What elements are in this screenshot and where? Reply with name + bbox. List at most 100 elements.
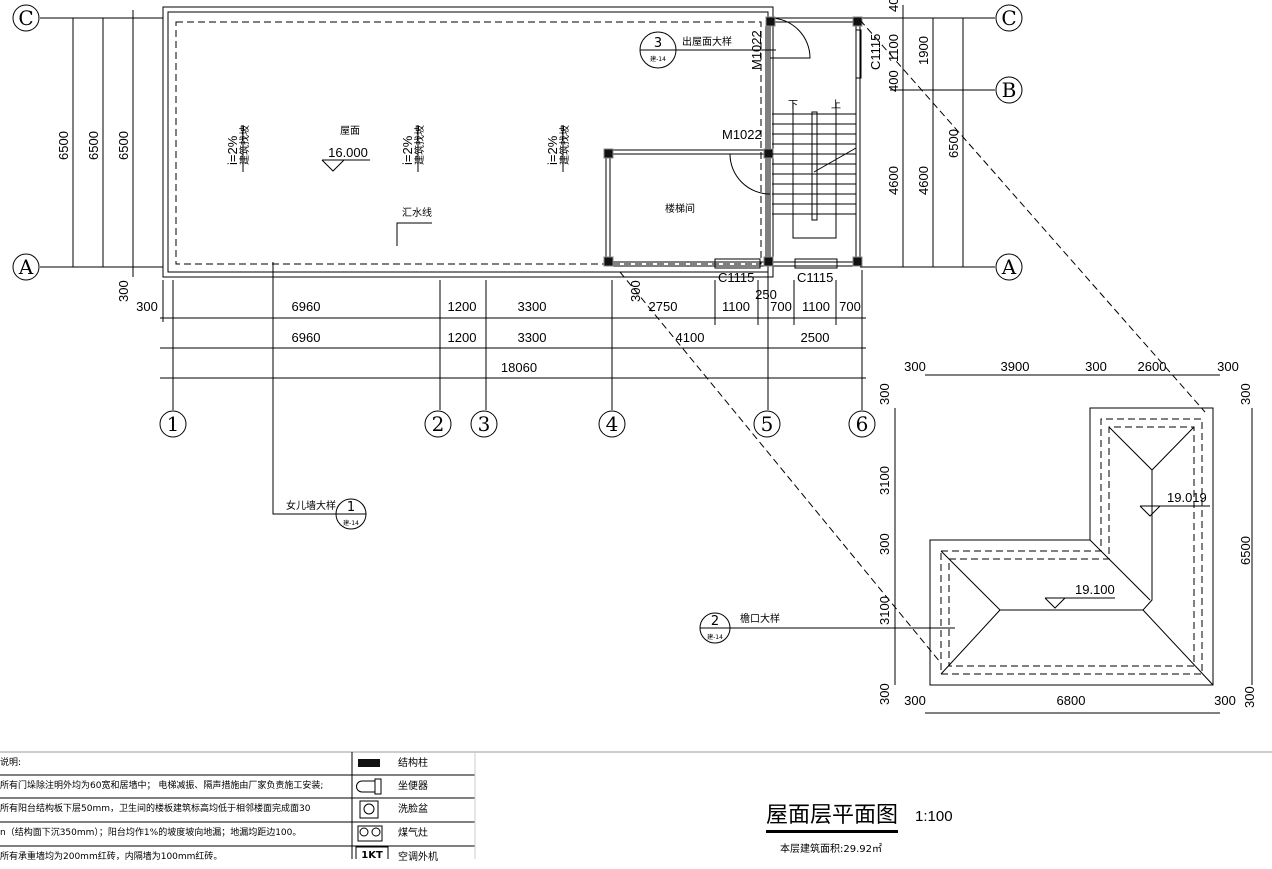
svg-text:建-14: 建-14 bbox=[343, 519, 359, 527]
svg-text:6500: 6500 bbox=[946, 129, 961, 158]
svg-text:A: A bbox=[18, 255, 34, 279]
structural-column bbox=[603, 148, 614, 159]
notes-heading: 说明: bbox=[0, 758, 22, 768]
svg-text:2: 2 bbox=[711, 614, 719, 629]
gutter-leader bbox=[396, 222, 432, 246]
detail-callout-line bbox=[859, 19, 1206, 413]
svg-text:1100: 1100 bbox=[802, 299, 830, 314]
door-tag-m1022: M1022 bbox=[722, 127, 762, 142]
legend-label: 洗脸盆 bbox=[398, 804, 428, 815]
detail-callout-1: 1 建-14 女儿墙大样 bbox=[272, 262, 367, 530]
note-line: n（结构面下沉350mm）；阳台均作1%的坡度坡向地漏；地漏均距边100。 bbox=[0, 828, 302, 838]
svg-text:19.100: 19.100 bbox=[1075, 582, 1115, 597]
svg-text:建筑找坡: 建筑找坡 bbox=[413, 125, 426, 165]
note-line: 所有门垛除注明外均为60宽和居墙中； 电梯减振、隔声措施由厂家负责施工安装; bbox=[0, 781, 324, 791]
bottom-dimensions: 300 6960 1200 3300 2750 1100 250 700 110… bbox=[136, 280, 866, 379]
svg-text:6500: 6500 bbox=[116, 131, 131, 160]
gutter-line-label: 汇水线 bbox=[402, 206, 432, 219]
svg-text:300: 300 bbox=[904, 693, 926, 708]
svg-text:300: 300 bbox=[1214, 693, 1236, 708]
toilet-icon bbox=[356, 778, 382, 795]
svg-text:3300: 3300 bbox=[518, 299, 547, 314]
svg-text:6800: 6800 bbox=[1057, 693, 1086, 708]
detail-callout-line bbox=[619, 271, 941, 663]
axis-bubble-a-left: A bbox=[12, 253, 40, 281]
svg-text:1100: 1100 bbox=[886, 34, 901, 62]
structural-column bbox=[763, 148, 774, 159]
svg-text:建筑找坡: 建筑找坡 bbox=[558, 125, 571, 165]
svg-text:4: 4 bbox=[606, 412, 619, 436]
svg-text:400: 400 bbox=[886, 70, 901, 92]
svg-text:3100: 3100 bbox=[877, 596, 892, 625]
detail-callout-2: 2 建-14 檐口大样 bbox=[699, 612, 955, 644]
svg-text:4600: 4600 bbox=[916, 166, 931, 195]
axis-bubble-5: 5 bbox=[753, 410, 781, 438]
roof-level: 16.000 bbox=[328, 145, 368, 160]
right-dimensions: 40 C1115 1100 400 1900 4600 4600 6500 bbox=[868, 0, 964, 267]
stair-room-walls bbox=[603, 16, 863, 269]
staircase: 下 上 bbox=[772, 99, 857, 239]
svg-text:6500: 6500 bbox=[56, 131, 71, 160]
level-marker-icon bbox=[1044, 597, 1115, 609]
structural-column bbox=[852, 16, 863, 27]
roof-parapet-outline bbox=[162, 6, 774, 278]
svg-text:1900: 1900 bbox=[916, 36, 931, 65]
svg-text:2500: 2500 bbox=[801, 330, 830, 345]
svg-text:B: B bbox=[1002, 78, 1017, 102]
svg-text:700: 700 bbox=[770, 299, 792, 314]
svg-text:300: 300 bbox=[877, 683, 892, 705]
structural-column-icon bbox=[358, 759, 380, 767]
svg-text:19.019: 19.019 bbox=[1167, 490, 1207, 505]
svg-text:C: C bbox=[18, 6, 33, 30]
structural-column bbox=[852, 256, 863, 267]
svg-text:1100: 1100 bbox=[722, 299, 750, 314]
svg-text:2600: 2600 bbox=[1138, 359, 1167, 374]
window-tag-c1115: C1115 bbox=[718, 270, 754, 285]
svg-text:4600: 4600 bbox=[886, 166, 901, 195]
axis-bubble-1: 1 bbox=[159, 410, 187, 438]
svg-text:6500: 6500 bbox=[1238, 536, 1253, 565]
svg-text:1: 1 bbox=[347, 500, 355, 515]
structural-column bbox=[765, 16, 776, 27]
window-tag-c1115: C1115 bbox=[797, 270, 833, 285]
svg-text:6500: 6500 bbox=[86, 131, 101, 160]
slope-annotations: i=2%建筑找坡 i=2%建筑找坡 i=2%建筑找坡 bbox=[225, 125, 571, 172]
svg-text:1200: 1200 bbox=[448, 299, 477, 314]
svg-text:2750: 2750 bbox=[649, 299, 678, 314]
axis-bubble-c-right: C bbox=[995, 4, 1023, 32]
svg-text:250: 250 bbox=[755, 287, 777, 302]
axis-bubble-6: 6 bbox=[848, 410, 876, 438]
axis-bubble-c-left: C bbox=[12, 4, 40, 32]
svg-text:300: 300 bbox=[877, 383, 892, 405]
svg-text:300: 300 bbox=[116, 280, 131, 302]
svg-text:C1115: C1115 bbox=[868, 34, 883, 70]
svg-text:i=2%: i=2% bbox=[225, 135, 240, 165]
svg-text:檐口大样: 檐口大样 bbox=[740, 612, 780, 625]
svg-text:2: 2 bbox=[432, 412, 445, 436]
svg-text:3: 3 bbox=[654, 36, 662, 51]
svg-text:1: 1 bbox=[167, 412, 180, 436]
washbasin-icon bbox=[359, 800, 379, 819]
legend-label: 结构柱 bbox=[398, 758, 428, 769]
svg-text:6960: 6960 bbox=[292, 299, 321, 314]
note-line: 所有阳台结构板下层50mm，卫生间的楼板建筑标高均低于相邻楼面完成面30 bbox=[0, 804, 311, 814]
svg-text:700: 700 bbox=[839, 299, 861, 314]
svg-text:6: 6 bbox=[856, 412, 869, 436]
svg-text:建-14: 建-14 bbox=[650, 55, 666, 63]
axis-bubble-4: 4 bbox=[598, 410, 626, 438]
level-marker-icon bbox=[321, 159, 370, 172]
svg-text:4100: 4100 bbox=[676, 330, 705, 345]
svg-text:300: 300 bbox=[904, 359, 926, 374]
svg-text:建筑找坡: 建筑找坡 bbox=[238, 125, 251, 165]
svg-text:300: 300 bbox=[1242, 686, 1257, 708]
drawing-scale: 1:100 bbox=[915, 808, 953, 825]
roof-detail-plan: 19.019 19.100 300 3900 300 2600 300 300 … bbox=[877, 359, 1257, 714]
svg-text:A: A bbox=[1001, 255, 1017, 279]
note-line: 所有承重墙均为200mm红砖，内隔墙为100mm红砖。 bbox=[0, 852, 223, 862]
svg-text:18060: 18060 bbox=[501, 360, 537, 375]
axis-bubble-a-right: A bbox=[995, 253, 1023, 281]
level-marker-icon bbox=[1139, 505, 1210, 517]
svg-text:出屋面大样: 出屋面大样 bbox=[682, 35, 732, 48]
legend-label: 煤气灶 bbox=[398, 828, 428, 839]
